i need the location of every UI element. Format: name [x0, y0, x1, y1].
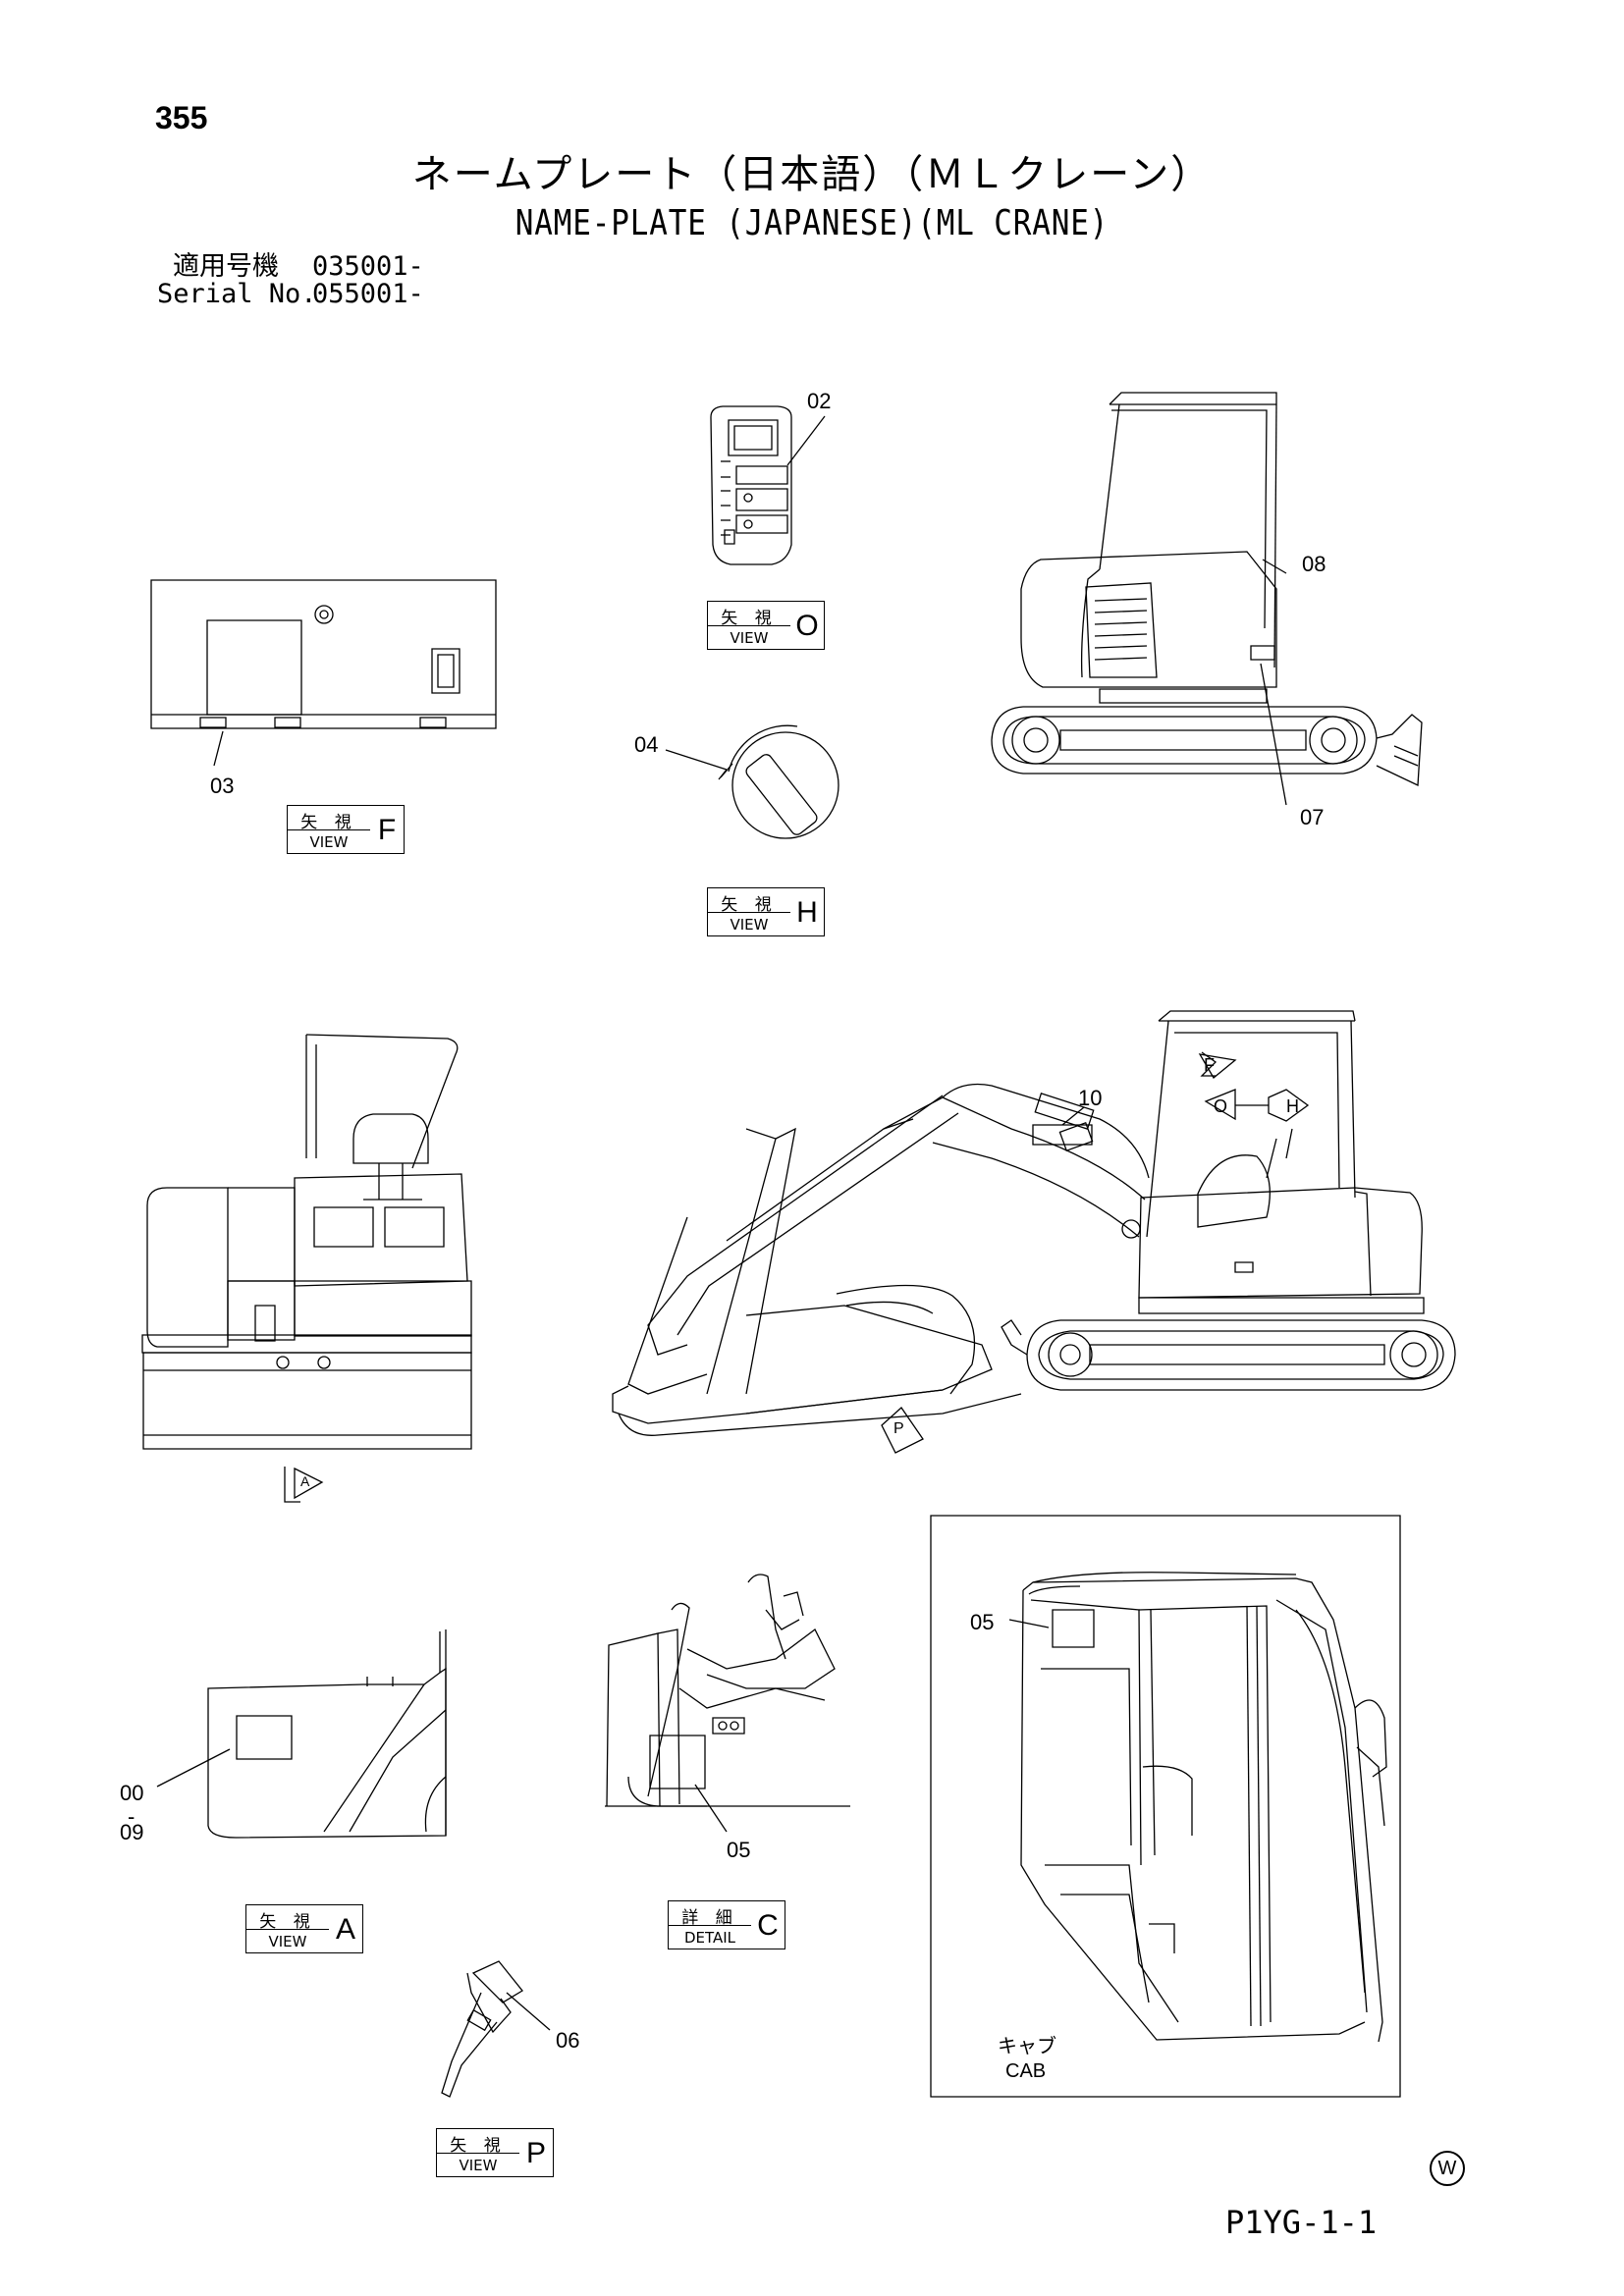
view-o-monitor-drawing: [711, 406, 825, 564]
callout-06: 06: [556, 2028, 580, 2053]
callout-05-cab: 05: [970, 1610, 995, 1634]
callout-08: 08: [1302, 552, 1326, 576]
view-a-panel-drawing: [157, 1629, 446, 1838]
arrow-label-h: H: [1286, 1096, 1299, 1116]
watermark-circle-w: W: [1430, 2151, 1465, 2186]
callout-05-detail: 05: [727, 1838, 751, 1862]
cab-label-jp: キャブ: [998, 2034, 1056, 2057]
arrow-label-f: F: [1204, 1055, 1215, 1075]
callout-00: 00: [120, 1781, 144, 1805]
arrow-label-a: A: [300, 1473, 310, 1489]
serial-value-2: 055001-: [312, 279, 424, 309]
drawing-code: P1YG-1-1: [1225, 2204, 1378, 2241]
serial-label-jp: 適用号機: [173, 251, 279, 282]
serial-value-1: 035001-: [312, 251, 424, 282]
callout-03: 03: [210, 774, 235, 798]
rear-view-excavator-drawing: [142, 1035, 471, 1502]
serial-label-en: Serial No.: [157, 279, 317, 309]
detail-c-console-drawing: [605, 1575, 850, 1832]
callout-07: 07: [1300, 805, 1325, 829]
title-japanese: ネームプレート（日本語）（ＭＬクレーン）: [411, 152, 1213, 197]
callout-09: 09: [120, 1820, 144, 1844]
callout-10: 10: [1078, 1086, 1103, 1110]
arrow-label-o: O: [1214, 1096, 1228, 1116]
arrow-label-p: P: [893, 1420, 904, 1437]
view-f-panel-drawing: [151, 580, 496, 766]
callout-04: 04: [634, 732, 659, 757]
view-p-key-drawing: [442, 1961, 550, 2097]
page-number: 355: [155, 100, 208, 135]
view-h-dial-drawing: [666, 725, 839, 838]
title-english: NAME-PLATE (JAPANESE)(ML CRANE): [514, 203, 1110, 243]
main-view-excavator-drawing: [613, 1011, 1455, 1453]
callout-separator: -: [128, 1804, 135, 1829]
side-view-excavator-drawing: [992, 393, 1422, 805]
cab-detail-drawing: [931, 1516, 1400, 2097]
callout-02: 02: [807, 389, 832, 413]
cab-label-en: CAB: [1005, 2060, 1047, 2082]
